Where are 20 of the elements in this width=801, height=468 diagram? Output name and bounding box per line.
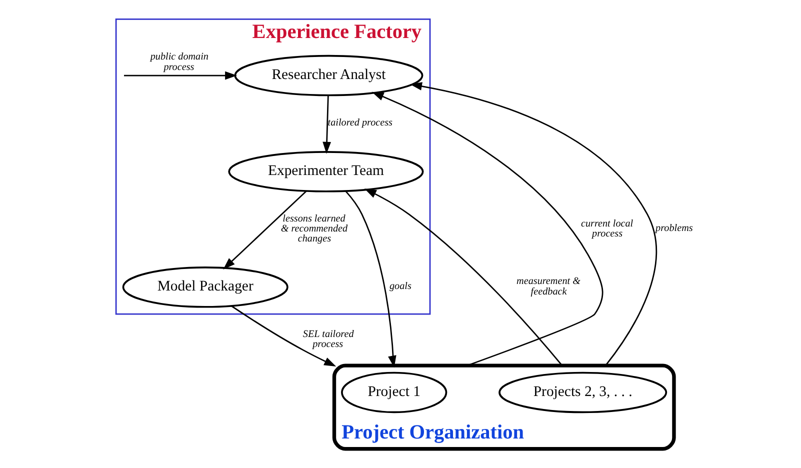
node-ellipse: Projects 2, 3, . . . (498, 372, 667, 414)
edge-label: SEL tailored process (302, 328, 354, 350)
arrow (322, 95, 330, 154)
edge-label: problems (655, 223, 692, 234)
node-ellipse: Experimenter Team (228, 151, 424, 192)
edge-label: current local process (580, 218, 633, 240)
edge-label: tailored process (327, 117, 392, 128)
arrow (344, 190, 396, 368)
arrow (222, 190, 307, 270)
edge-label: measurement & feedback (516, 276, 580, 298)
edge-label: public domain process (150, 52, 208, 73)
node-ellipse: Project 1 (340, 372, 447, 414)
arrow (230, 305, 336, 367)
arrow (124, 71, 237, 80)
arrow (364, 188, 562, 366)
node-ellipse: Model Packager (122, 266, 288, 308)
edge-label: goals (388, 280, 411, 292)
arrow (409, 82, 656, 366)
arrow (371, 92, 603, 366)
edge-label: lessons learned & recommended changes (280, 213, 348, 245)
